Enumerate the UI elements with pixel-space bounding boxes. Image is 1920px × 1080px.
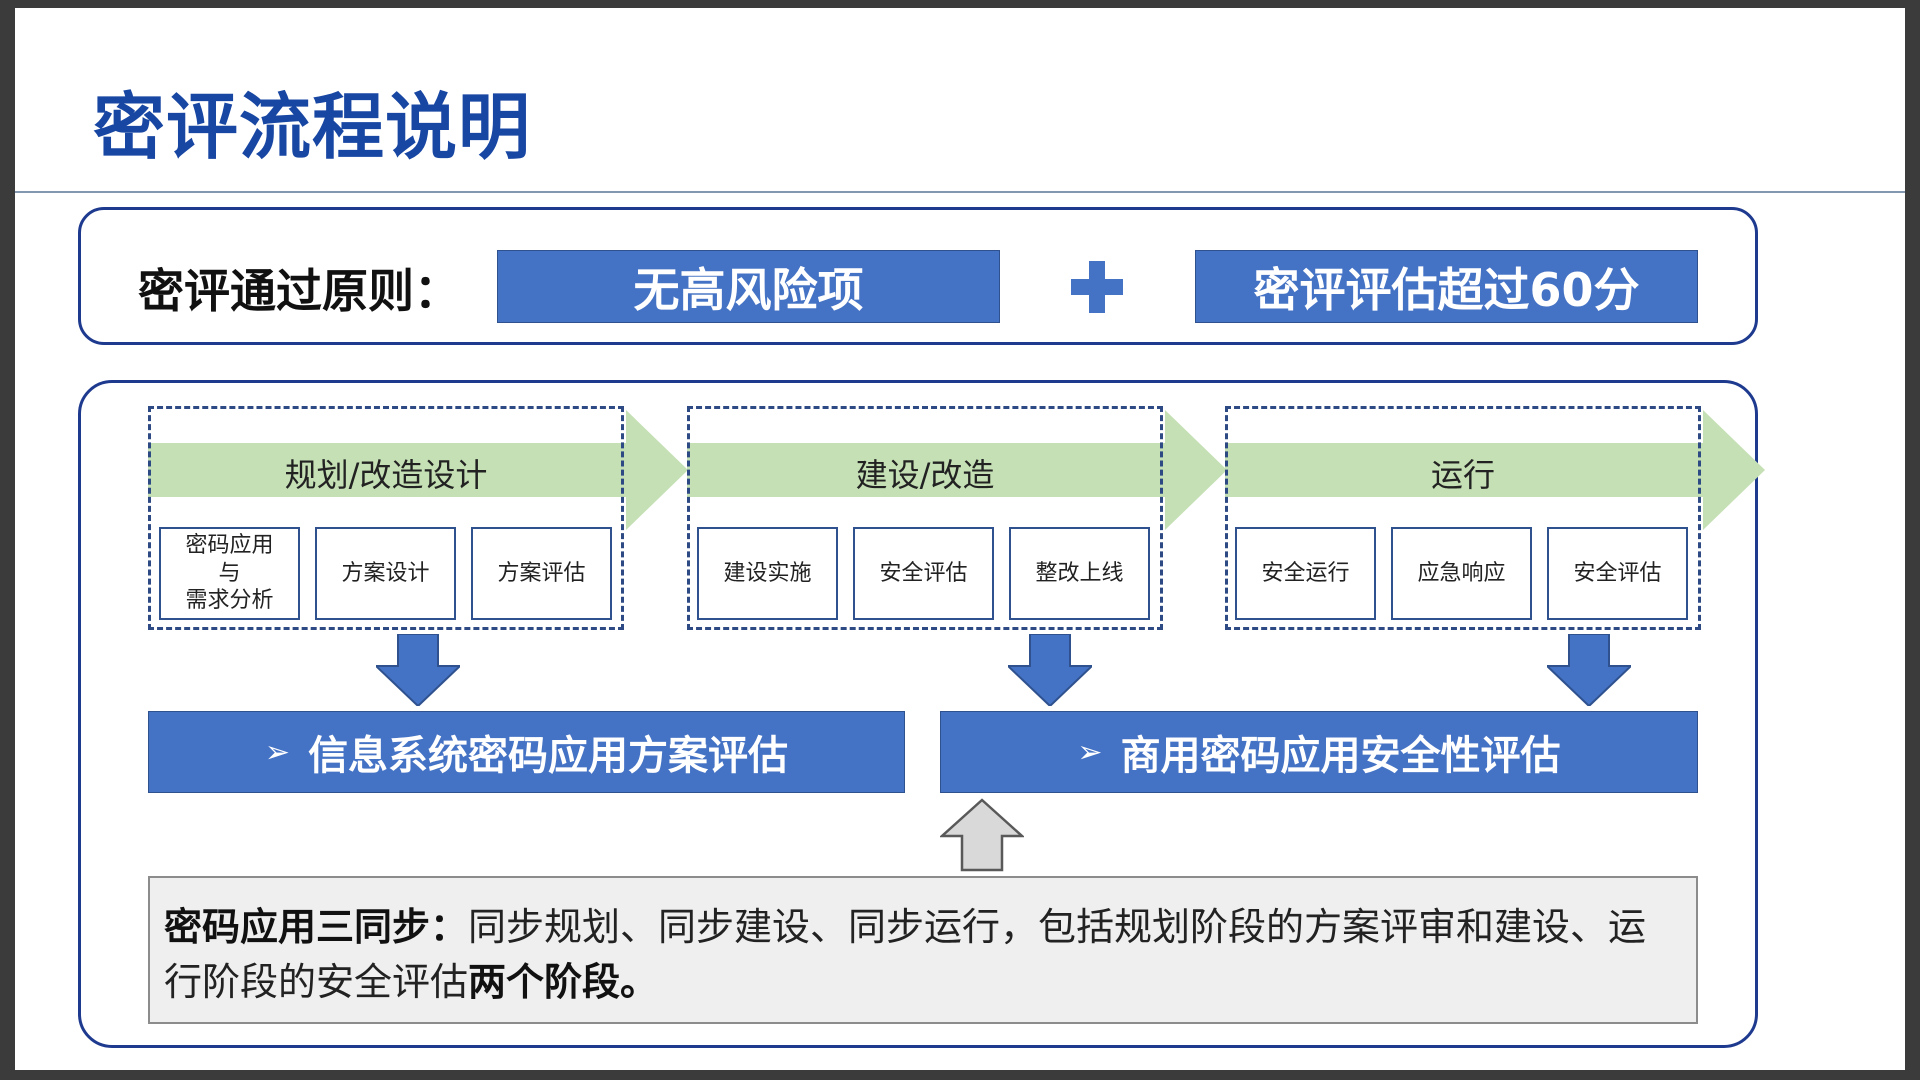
principle-no-high-risk: 无高风险项 xyxy=(497,250,1000,323)
step-security-assessment-2: 安全评估 xyxy=(1547,527,1688,620)
bullet-arrow-icon: ➢ xyxy=(1077,734,1103,770)
principle-score-over-60: 密评评估超过60分 xyxy=(1195,250,1698,323)
phase-frame-construction xyxy=(687,406,1163,630)
phase-arrow-planning xyxy=(148,410,688,530)
phase-frame-operation xyxy=(1225,406,1701,630)
note-tail: 两个阶段。 xyxy=(468,960,659,1004)
principle-label: 密评通过原则： xyxy=(138,264,460,318)
principle-panel xyxy=(78,207,1758,345)
title-divider xyxy=(15,191,1905,193)
down-arrow-icon xyxy=(1008,634,1092,706)
plus-icon xyxy=(1071,261,1123,313)
step-rectify-go-live: 整改上线 xyxy=(1009,527,1150,620)
phase-frame-planning xyxy=(148,406,624,630)
note-body: 同步规划、同步建设、同步运行，包括规划阶段的方案评审和建设、运行阶段的安全评估 xyxy=(164,905,1647,1004)
page-title: 密评流程说明 xyxy=(93,85,532,169)
result-scheme-evaluation: ➢ 信息系统密码应用方案评估 xyxy=(148,711,905,793)
up-arrow-icon xyxy=(940,798,1024,872)
phase-label-planning: 规划/改造设计 xyxy=(284,456,488,494)
step-secure-operation: 安全运行 xyxy=(1235,527,1376,620)
bullet-arrow-icon: ➢ xyxy=(264,734,291,770)
step-requirement-analysis: 密码应用 与 需求分析 xyxy=(159,527,300,620)
step-build-implementation: 建设实施 xyxy=(697,527,838,620)
phase-arrow-operation xyxy=(1225,410,1765,530)
down-arrow-icon xyxy=(1547,634,1631,706)
result-security-evaluation: ➢ 商用密码应用安全性评估 xyxy=(940,711,1698,793)
phase-arrow-construction xyxy=(687,410,1227,530)
result-scheme-evaluation-label: 信息系统密码应用方案评估 xyxy=(308,733,789,779)
step-security-assessment: 安全评估 xyxy=(853,527,994,620)
step-scheme-design: 方案设计 xyxy=(315,527,456,620)
result-security-evaluation-label: 商用密码应用安全性评估 xyxy=(1120,733,1561,779)
step-emergency-response: 应急响应 xyxy=(1391,527,1532,620)
process-panel xyxy=(78,380,1758,1048)
three-sync-note: 密码应用三同步：同步规划、同步建设、同步运行，包括规划阶段的方案评审和建设、运行… xyxy=(148,876,1698,1024)
phase-label-construction: 建设/改造 xyxy=(855,456,995,494)
down-arrow-icon xyxy=(376,634,460,706)
note-heading: 密码应用三同步： xyxy=(164,905,469,949)
step-scheme-evaluation: 方案评估 xyxy=(471,527,612,620)
phase-label-operation: 运行 xyxy=(1430,456,1495,494)
